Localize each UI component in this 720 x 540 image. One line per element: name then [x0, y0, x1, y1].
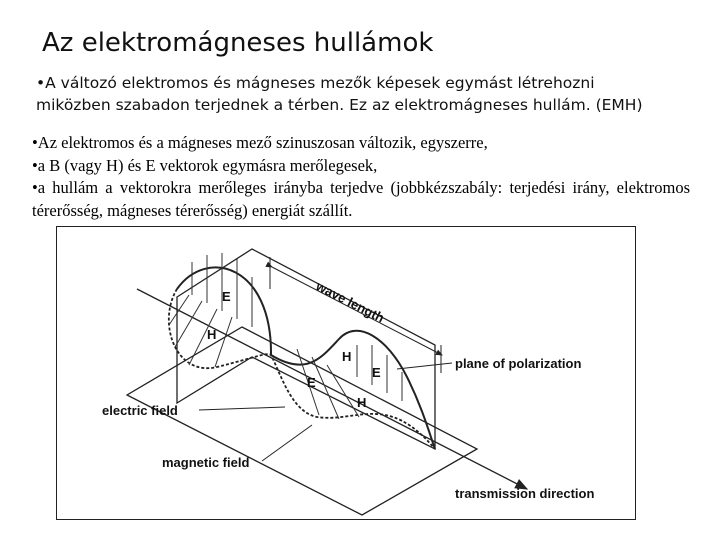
electric-field-label: electric field — [102, 403, 178, 418]
horizontal-plane — [125, 326, 479, 516]
bullet-item-1: •Az elektromos és a mágneses mező szinus… — [32, 133, 488, 152]
h-vector-letter-3: H — [357, 395, 366, 410]
transmission-direction-label: transmission direction — [455, 486, 594, 501]
transmission-axis — [136, 288, 529, 490]
e-vector-letter-1: E — [222, 289, 231, 304]
intro-line-2: miközben szabadon terjednek a térben. Ez… — [36, 96, 643, 114]
wave-length-dimension — [265, 261, 443, 356]
e-vector-letter-2: E — [307, 375, 316, 390]
magnetic-vectors — [168, 294, 360, 420]
wave-length-label: wave length — [313, 278, 387, 326]
em-wave-figure: E H H E E H wave length plane of polariz… — [56, 226, 636, 520]
electric-field-wave — [176, 266, 436, 450]
h-vector-letter-1: H — [207, 327, 216, 342]
magnetic-field-wave — [168, 288, 436, 450]
slide-title: Az elektromágneses hullámok — [42, 28, 434, 58]
bullet-list: •Az elektromos és a mágneses mező szinus… — [32, 132, 690, 222]
intro-text: •A változó elektromos és mágneses mezők … — [36, 72, 696, 116]
bullet-item-3: •a hullám a vektorokra merőleges irányba… — [32, 178, 690, 220]
electric-vectors — [191, 253, 403, 401]
h-vector-letter-2: H — [342, 349, 351, 364]
bullet-item-2: •a B (vagy H) és E vektorok egymásra mer… — [32, 155, 378, 175]
e-vector-letter-3: E — [372, 365, 381, 380]
em-wave-diagram: E H H E E H wave length plane of polariz… — [102, 248, 594, 516]
plane-of-polarization-label: plane of polarization — [455, 356, 581, 371]
magnetic-field-label: magnetic field — [162, 455, 249, 470]
intro-line-1: •A változó elektromos és mágneses mezők … — [36, 74, 595, 92]
